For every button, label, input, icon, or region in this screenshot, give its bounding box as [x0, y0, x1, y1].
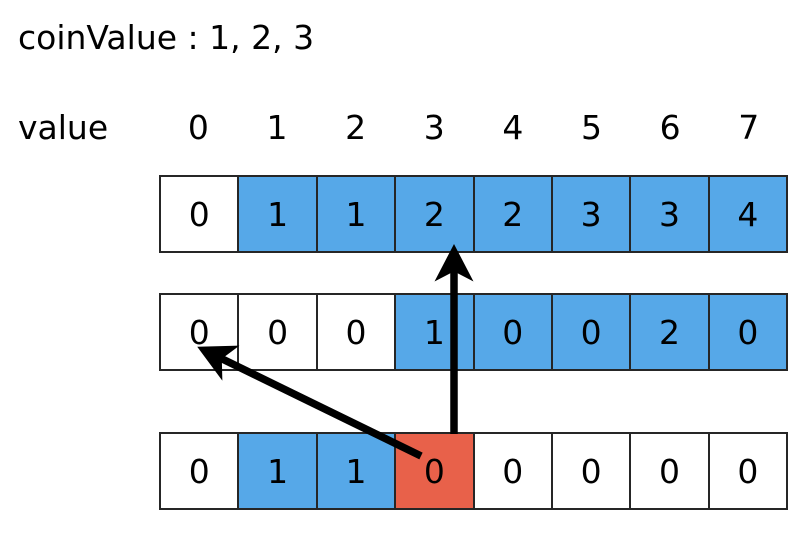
table-row: 0 1 1 0 0 0 0 0	[159, 432, 788, 510]
column-header-3: 3	[423, 108, 445, 147]
cell-r2-c6: 0	[631, 434, 710, 508]
column-header-1: 1	[266, 108, 288, 147]
cell-r2-c7: 0	[709, 434, 786, 508]
cell-r0-c0: 0	[161, 177, 240, 251]
cell-r2-c3: 0	[396, 434, 475, 508]
cell-r2-c1: 1	[239, 434, 318, 508]
column-header-0: 0	[187, 108, 209, 147]
cell-r0-c6: 3	[631, 177, 710, 251]
coin-value-heading: coinValue : 1, 2, 3	[18, 18, 315, 57]
cell-r2-c0: 0	[161, 434, 240, 508]
cell-r1-c5: 0	[552, 295, 632, 369]
cell-r1-c1: 0	[239, 295, 318, 369]
column-header-6: 6	[659, 108, 681, 147]
cell-r0-c2: 1	[317, 177, 397, 251]
column-header-2: 2	[345, 108, 367, 147]
cell-r1-c3: 1	[396, 295, 475, 369]
column-header-row: 0 1 2 3 4 5 6 7	[159, 106, 788, 150]
column-header-5: 5	[580, 108, 602, 147]
cell-r0-c4: 2	[474, 177, 553, 251]
column-header-7: 7	[738, 108, 760, 147]
value-row-label: value	[18, 108, 109, 147]
cell-r2-c4: 0	[474, 434, 553, 508]
cell-r1-c4: 0	[474, 295, 553, 369]
cell-r1-c2: 0	[317, 295, 397, 369]
cell-r2-c2: 1	[317, 434, 397, 508]
cell-r2-c5: 0	[552, 434, 632, 508]
cell-r1-c0: 0	[161, 295, 240, 369]
cell-r1-c7: 0	[709, 295, 786, 369]
column-header-4: 4	[502, 108, 524, 147]
cell-r0-c3: 2	[396, 177, 475, 251]
cell-r0-c7: 4	[709, 177, 786, 251]
cell-r0-c1: 1	[239, 177, 318, 251]
cell-r1-c6: 2	[631, 295, 710, 369]
cell-r0-c5: 3	[552, 177, 632, 251]
table-row: 0 1 1 2 2 3 3 4	[159, 175, 788, 253]
table-row: 0 0 0 1 0 0 2 0	[159, 293, 788, 371]
